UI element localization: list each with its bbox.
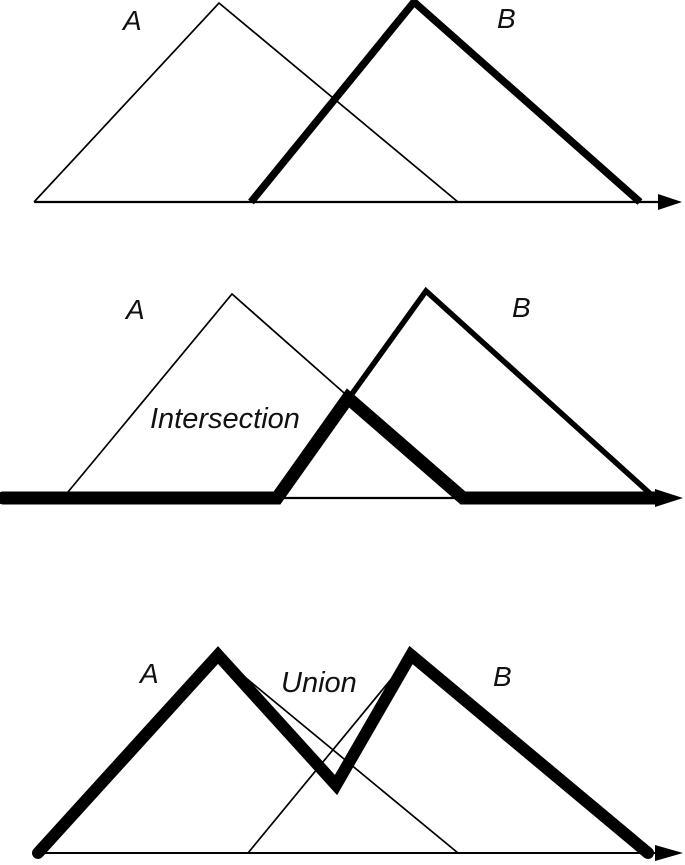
label-set-a: A xyxy=(124,294,145,325)
label-set-a: A xyxy=(138,658,159,689)
x-axis xyxy=(38,845,683,861)
panel-union: A B Union xyxy=(32,645,683,861)
x-axis xyxy=(34,194,682,210)
panel-intersection: A B Intersection xyxy=(0,286,683,507)
panel-sets: A B xyxy=(33,0,682,210)
label-union: Union xyxy=(281,667,357,699)
label-intersection: Intersection xyxy=(150,403,300,435)
membership-curve-b xyxy=(274,286,657,501)
label-set-a: A xyxy=(121,5,142,36)
intersection-curve xyxy=(0,388,667,505)
union-curve xyxy=(32,645,654,859)
axis-arrowhead-icon xyxy=(658,194,682,210)
label-set-b: B xyxy=(493,661,512,692)
membership-curve-a xyxy=(33,1,459,203)
axis-arrowhead-icon xyxy=(655,845,683,861)
membership-curve-b xyxy=(248,0,643,205)
label-set-b: B xyxy=(512,292,531,323)
label-set-b: B xyxy=(497,3,516,34)
